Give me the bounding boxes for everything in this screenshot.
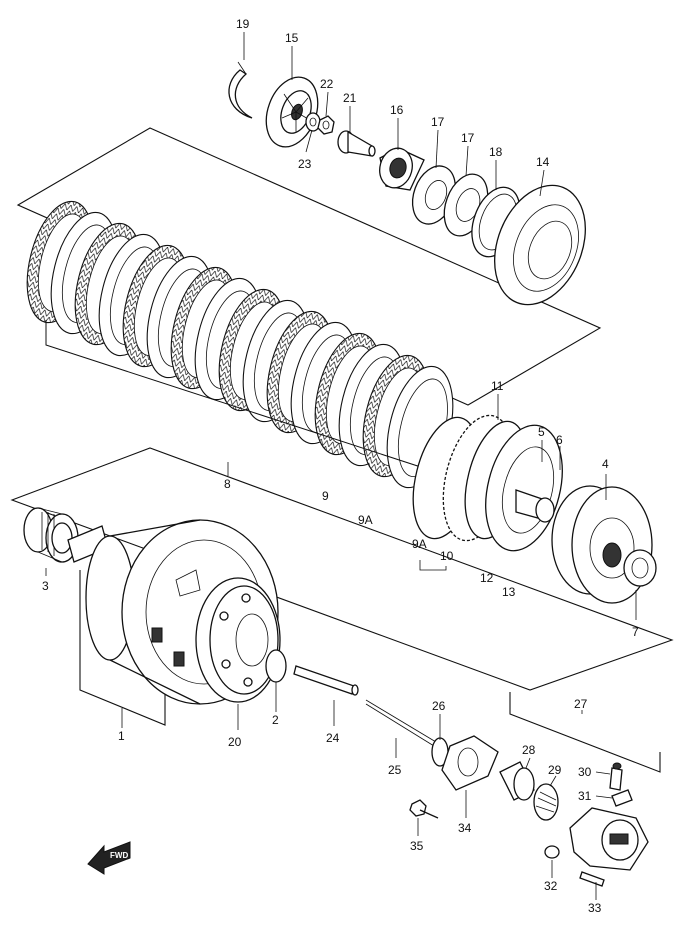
callout-13: 13	[502, 585, 516, 599]
hub-13	[485, 424, 563, 552]
callout-9a-bottom: 9A	[412, 537, 427, 551]
group-box-1	[10, 447, 674, 691]
bolt-33	[579, 871, 605, 887]
piston-28	[499, 761, 535, 801]
callout-17a: 17	[431, 115, 445, 129]
callout-31: 31	[578, 789, 592, 803]
nut-22	[317, 115, 335, 135]
spring-29	[533, 783, 559, 821]
callout-25: 25	[388, 763, 402, 777]
callout-labels: 19 15 22 21 23 16 17 17 18 14 8 9 9A 9A …	[42, 17, 639, 915]
push-rod-25	[365, 699, 437, 747]
callout-9a-top: 9A	[358, 513, 373, 527]
callout-leaders	[45, 32, 637, 900]
bearing-16	[379, 147, 425, 191]
primary-driven-gear-4	[551, 485, 653, 604]
needle-bearing-3	[23, 507, 79, 563]
circlip-19	[228, 69, 253, 119]
callout-10: 10	[440, 549, 454, 563]
drive-plate-20	[195, 577, 281, 703]
callout-2: 2	[272, 713, 279, 727]
callout-35: 35	[410, 839, 424, 853]
callout-19: 19	[236, 17, 250, 31]
washer-2	[265, 649, 287, 683]
mid-right-parts	[412, 414, 657, 604]
clutch-plate-stack	[26, 200, 454, 489]
fwd-arrow-badge: FWD	[87, 841, 131, 875]
callout-26: 26	[432, 699, 446, 713]
washer-7	[623, 549, 657, 587]
callout-4: 4	[602, 457, 609, 471]
callout-14: 14	[536, 155, 550, 169]
callout-29: 29	[548, 763, 562, 777]
callout-30: 30	[578, 765, 592, 779]
callout-28: 28	[522, 743, 536, 757]
pressure-plate-14	[494, 184, 586, 306]
fwd-label: FWD	[110, 851, 128, 860]
callout-15: 15	[285, 31, 299, 45]
bleeder-30	[609, 762, 623, 791]
callout-21: 21	[343, 91, 357, 105]
callout-7: 7	[632, 625, 639, 639]
callout-6: 6	[556, 433, 563, 447]
bracket-27	[509, 692, 661, 773]
callout-8: 8	[224, 477, 231, 491]
top-parts-group	[16, 61, 602, 406]
callout-23: 23	[298, 157, 312, 171]
callout-24: 24	[326, 731, 340, 745]
callout-18: 18	[489, 145, 503, 159]
plate-34	[441, 735, 499, 791]
bearing-plate-15	[265, 76, 319, 148]
callout-16: 16	[390, 103, 404, 117]
callout-12: 12	[480, 571, 494, 585]
callout-20: 20	[228, 735, 242, 749]
cap-31	[611, 789, 633, 807]
callout-34: 34	[458, 821, 472, 835]
dowel-32	[544, 845, 560, 859]
circlip-tip	[237, 61, 247, 75]
callout-9: 9	[322, 489, 329, 503]
callout-11: 11	[491, 379, 504, 393]
bolt-35	[409, 799, 439, 819]
callout-3: 3	[42, 579, 49, 593]
callout-27: 27	[574, 697, 588, 711]
bracket-1	[79, 570, 166, 726]
slave-cylinder-body	[569, 807, 649, 871]
callout-33: 33	[588, 901, 602, 915]
callout-32: 32	[544, 879, 558, 893]
callout-1: 1	[118, 729, 125, 743]
bolt-21	[337, 130, 376, 157]
push-rod-24	[293, 665, 355, 695]
callout-17b: 17	[461, 131, 475, 145]
callout-5: 5	[538, 425, 545, 439]
callout-22: 22	[320, 77, 334, 91]
